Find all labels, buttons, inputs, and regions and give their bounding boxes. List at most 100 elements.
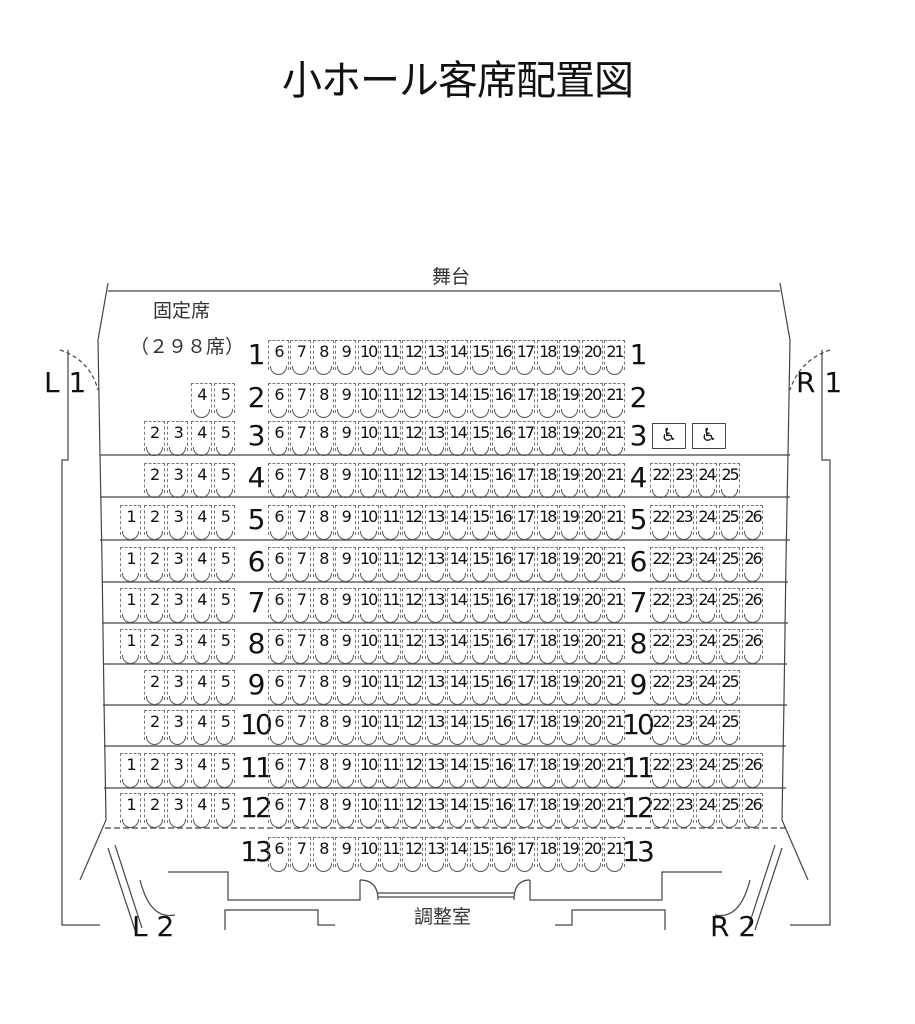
- seat[interactable]: 5: [214, 463, 236, 498]
- seat[interactable]: 14: [447, 383, 469, 418]
- seat[interactable]: 6: [268, 463, 289, 498]
- seat[interactable]: 20: [581, 793, 603, 828]
- seat[interactable]: 2: [143, 629, 165, 664]
- seat[interactable]: 2: [143, 753, 165, 788]
- seat[interactable]: 11: [380, 837, 401, 872]
- seat[interactable]: 4: [190, 710, 212, 745]
- seat[interactable]: 22: [650, 793, 671, 828]
- seat[interactable]: 9: [335, 421, 357, 456]
- seat[interactable]: 3: [167, 629, 189, 664]
- seat[interactable]: 8: [312, 588, 334, 623]
- seat[interactable]: 21: [604, 463, 625, 498]
- seat[interactable]: 4: [190, 505, 212, 540]
- seat[interactable]: 5: [214, 505, 236, 540]
- seat[interactable]: 20: [581, 421, 603, 456]
- seat[interactable]: 21: [604, 670, 625, 705]
- seat[interactable]: 11: [380, 340, 401, 375]
- seat[interactable]: 13: [424, 710, 446, 745]
- seat[interactable]: 14: [447, 837, 469, 872]
- seat[interactable]: 24: [696, 588, 717, 623]
- seat[interactable]: 4: [190, 670, 212, 705]
- seat[interactable]: 9: [335, 837, 357, 872]
- seat[interactable]: 14: [447, 670, 469, 705]
- seat[interactable]: 5: [214, 793, 236, 828]
- seat[interactable]: 21: [604, 837, 625, 872]
- seat[interactable]: 10: [357, 753, 379, 788]
- seat[interactable]: 11: [380, 463, 401, 498]
- seat[interactable]: 26: [742, 547, 763, 582]
- seat[interactable]: 19: [559, 340, 581, 375]
- seat[interactable]: 21: [604, 383, 625, 418]
- door-r2[interactable]: R 2: [710, 910, 757, 943]
- door-r1[interactable]: R 1: [796, 366, 843, 399]
- seat[interactable]: 21: [604, 793, 625, 828]
- seat[interactable]: 24: [696, 710, 717, 745]
- seat[interactable]: 6: [268, 710, 289, 745]
- seat[interactable]: 17: [514, 629, 536, 664]
- seat[interactable]: 11: [380, 753, 401, 788]
- seat[interactable]: 14: [447, 547, 469, 582]
- seat[interactable]: 13: [424, 793, 446, 828]
- seat[interactable]: 14: [447, 793, 469, 828]
- seat[interactable]: 16: [492, 837, 513, 872]
- seat[interactable]: 20: [581, 710, 603, 745]
- seat[interactable]: 22: [650, 710, 671, 745]
- seat[interactable]: 6: [268, 629, 289, 664]
- seat[interactable]: 23: [673, 629, 694, 664]
- seat[interactable]: 18: [536, 670, 558, 705]
- seat[interactable]: 2: [143, 670, 165, 705]
- seat[interactable]: 8: [312, 670, 334, 705]
- seat[interactable]: 5: [214, 710, 236, 745]
- seat[interactable]: 19: [559, 463, 581, 498]
- seat[interactable]: 11: [380, 670, 401, 705]
- seat[interactable]: 5: [214, 421, 236, 456]
- seat[interactable]: 11: [380, 588, 401, 623]
- seat[interactable]: 8: [312, 753, 334, 788]
- seat[interactable]: 23: [673, 505, 694, 540]
- seat[interactable]: 18: [536, 753, 558, 788]
- seat[interactable]: 12: [402, 710, 424, 745]
- seat[interactable]: 7: [290, 670, 312, 705]
- seat[interactable]: 4: [190, 383, 212, 418]
- seat[interactable]: 3: [167, 463, 189, 498]
- seat[interactable]: 10: [357, 463, 379, 498]
- seat[interactable]: 6: [268, 837, 289, 872]
- seat[interactable]: 26: [742, 505, 763, 540]
- seat[interactable]: 12: [402, 340, 424, 375]
- seat[interactable]: 8: [312, 837, 334, 872]
- seat[interactable]: 18: [536, 340, 558, 375]
- seat[interactable]: 5: [214, 753, 236, 788]
- seat[interactable]: 16: [492, 340, 513, 375]
- seat[interactable]: 24: [696, 463, 717, 498]
- seat[interactable]: 16: [492, 629, 513, 664]
- seat[interactable]: 16: [492, 710, 513, 745]
- seat[interactable]: 6: [268, 340, 289, 375]
- seat[interactable]: 11: [380, 547, 401, 582]
- seat[interactable]: 19: [559, 547, 581, 582]
- seat[interactable]: 23: [673, 547, 694, 582]
- seat[interactable]: 15: [469, 793, 491, 828]
- seat[interactable]: 2: [143, 547, 165, 582]
- seat[interactable]: 22: [650, 629, 671, 664]
- seat[interactable]: 19: [559, 588, 581, 623]
- seat[interactable]: 25: [719, 670, 740, 705]
- seat[interactable]: 22: [650, 670, 671, 705]
- seat[interactable]: 5: [214, 547, 236, 582]
- seat[interactable]: 12: [402, 463, 424, 498]
- seat[interactable]: 3: [167, 710, 189, 745]
- seat[interactable]: 12: [402, 670, 424, 705]
- seat[interactable]: 15: [469, 421, 491, 456]
- seat[interactable]: 20: [581, 547, 603, 582]
- seat[interactable]: 6: [268, 505, 289, 540]
- seat[interactable]: 14: [447, 505, 469, 540]
- seat[interactable]: 4: [190, 629, 212, 664]
- seat[interactable]: 21: [604, 629, 625, 664]
- seat[interactable]: 24: [696, 547, 717, 582]
- seat[interactable]: 16: [492, 793, 513, 828]
- seat[interactable]: 9: [335, 547, 357, 582]
- seat[interactable]: 24: [696, 793, 717, 828]
- seat[interactable]: 24: [696, 505, 717, 540]
- seat[interactable]: 8: [312, 340, 334, 375]
- seat[interactable]: 10: [357, 793, 379, 828]
- seat[interactable]: 10: [357, 837, 379, 872]
